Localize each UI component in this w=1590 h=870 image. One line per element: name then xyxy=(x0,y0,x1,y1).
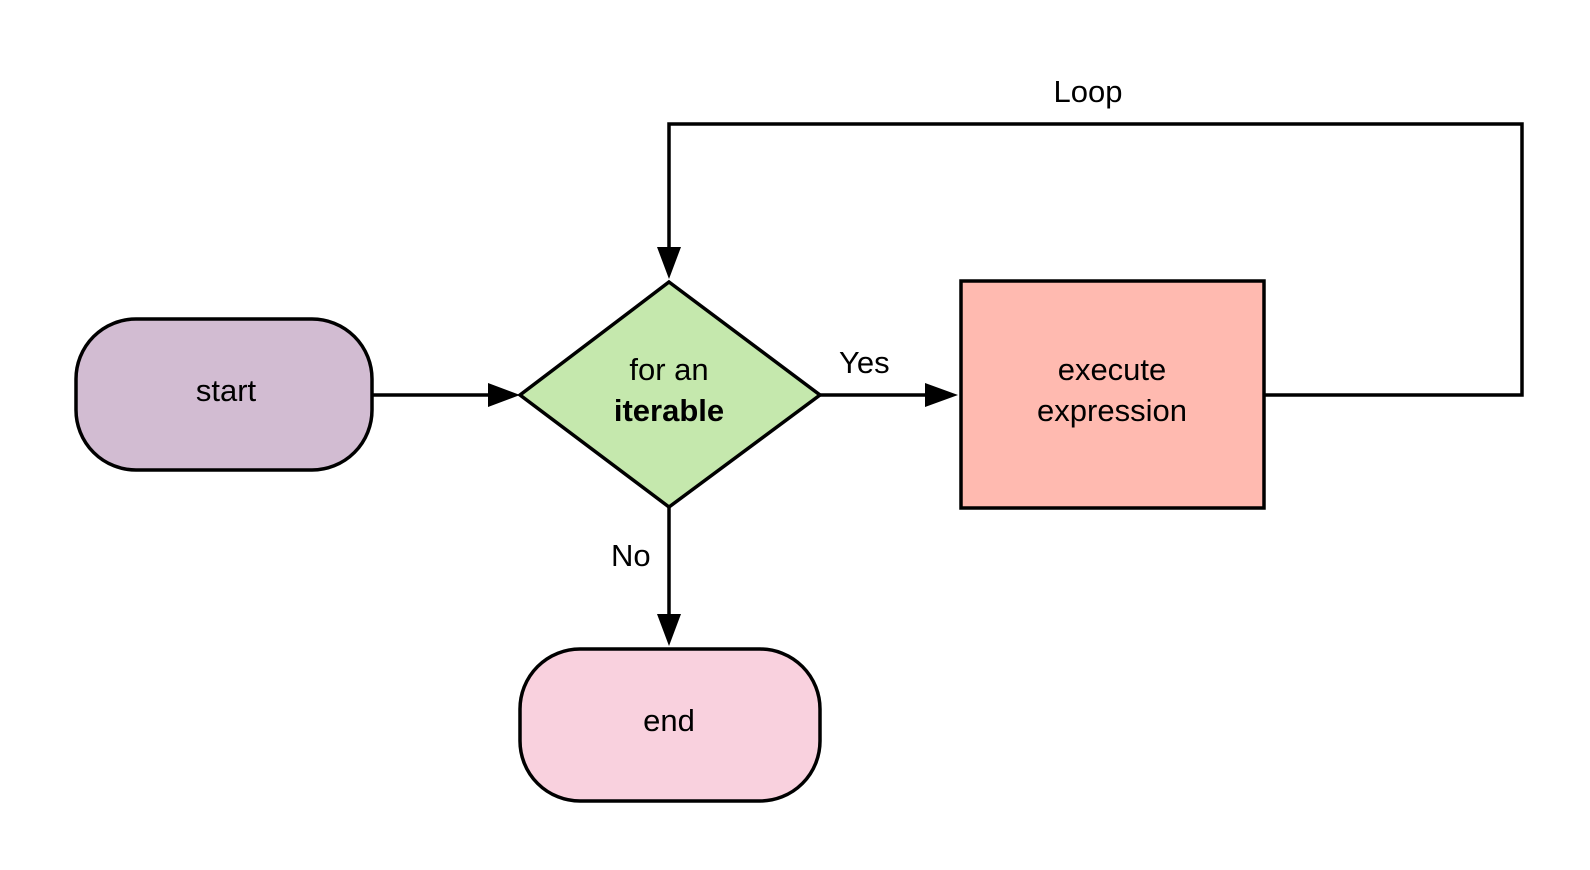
node-decision[interactable]: for an iterable xyxy=(517,279,823,510)
process-label-line2: expression xyxy=(1037,393,1187,428)
arrowhead-into-decision xyxy=(488,383,520,407)
node-end[interactable]: end xyxy=(518,647,822,803)
arrowhead-into-process xyxy=(925,383,958,407)
edge-label-no: No xyxy=(611,538,651,573)
decision-label-line1: for an xyxy=(629,352,708,387)
end-terminator-shape xyxy=(518,647,822,803)
edge-label-yes: Yes xyxy=(839,345,890,380)
decision-diamond-shape xyxy=(517,279,823,510)
process-label-line1: execute xyxy=(1058,352,1167,387)
edge-label-loop: Loop xyxy=(1054,74,1123,109)
start-terminator-shape xyxy=(74,317,374,472)
decision-label-line2: iterable xyxy=(614,393,724,428)
node-start[interactable]: start xyxy=(74,317,374,472)
end-label: end xyxy=(643,703,695,738)
arrowhead-into-end xyxy=(657,614,681,646)
start-label: start xyxy=(196,373,257,408)
process-box-shape xyxy=(959,279,1266,510)
arrowhead-loop-into-decision xyxy=(657,247,681,279)
edge-loop-back xyxy=(667,122,1524,397)
edges xyxy=(372,122,1524,646)
node-process[interactable]: execute expression xyxy=(959,279,1266,510)
